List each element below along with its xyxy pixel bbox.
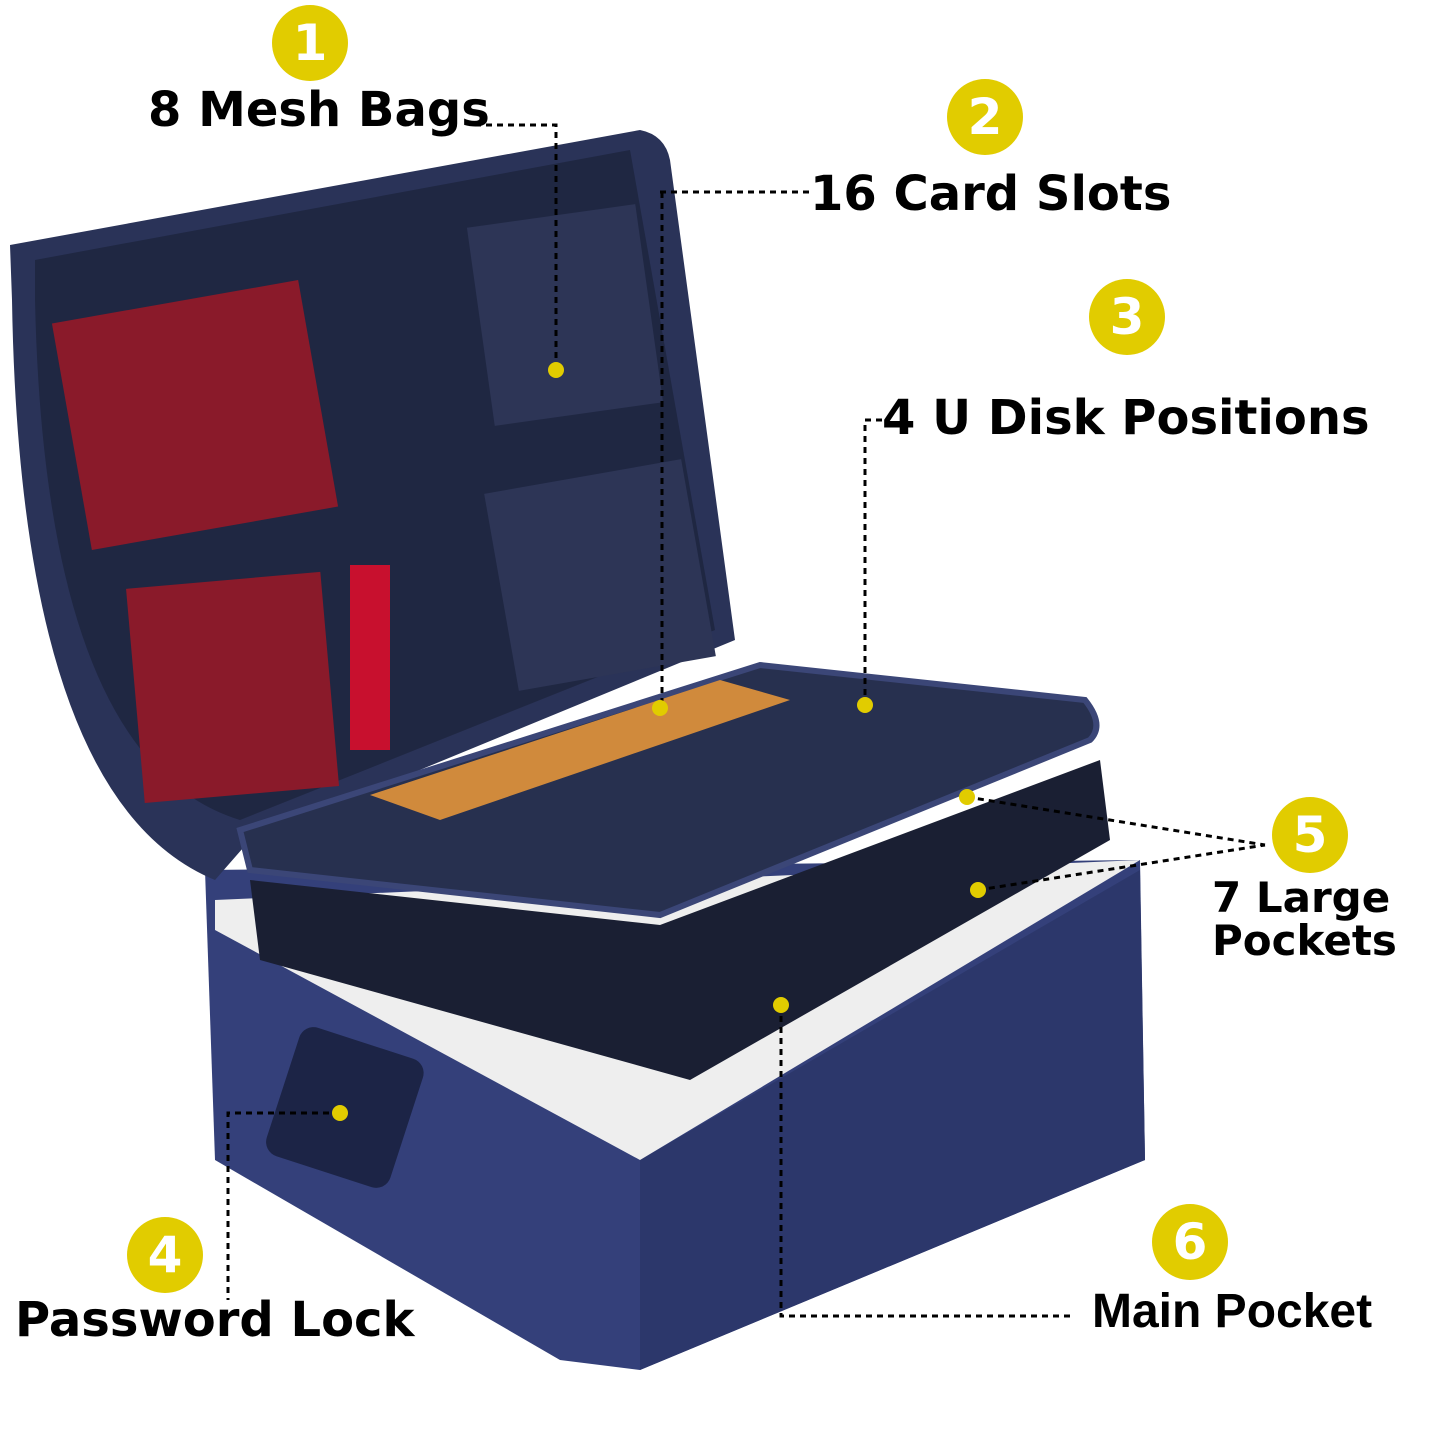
feature-badge-1: 1 [272, 5, 348, 81]
feature-badge-4: 4 [127, 1217, 203, 1293]
leader-lines [226, 123, 1266, 1318]
passport [350, 565, 390, 750]
case-base-side [640, 870, 1145, 1370]
feature-badge-5: 5 [1272, 797, 1348, 873]
passport [466, 204, 664, 426]
organizer-tray [236, 661, 1100, 919]
feature-label-large-pockets-line2: Pockets [1212, 916, 1397, 965]
card-slots [370, 680, 790, 820]
feature-badge-6: 6 [1152, 1204, 1228, 1280]
passport [126, 571, 340, 804]
feature-label-password-lock: Password Lock [15, 1292, 415, 1348]
mesh-pocket [250, 760, 1110, 1080]
feature-badge-3: 3 [1089, 279, 1165, 355]
passport [484, 459, 716, 691]
feature-label-u-disk: 4 U Disk Positions [882, 390, 1370, 446]
pointer-dots [332, 362, 986, 1121]
feature-label-large-pockets-line1: 7 Large [1212, 873, 1391, 922]
feature-label-mesh-bags: 8 Mesh Bags [148, 82, 490, 138]
feature-label-main-pocket: Main Pocket [1092, 1285, 1373, 1338]
feature-badge-2: 2 [947, 79, 1023, 155]
passport [51, 280, 339, 550]
feature-label-card-slots: 16 Card Slots [810, 166, 1172, 222]
